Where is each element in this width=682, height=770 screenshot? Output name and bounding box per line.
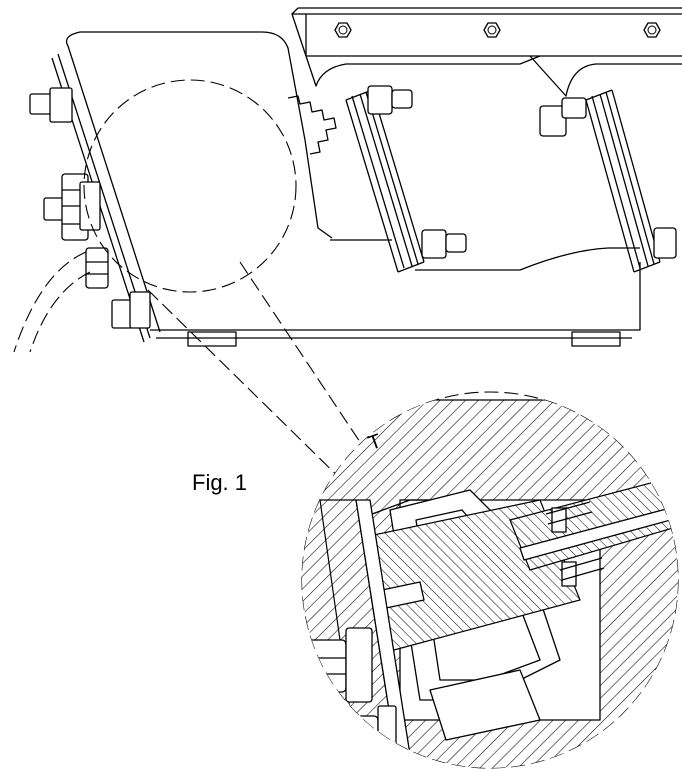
base-plate (150, 262, 641, 347)
detail-bolt-lower (343, 705, 397, 768)
detail-callout-circle (83, 79, 297, 293)
detail-section-view (301, 391, 679, 769)
top-flange-bar (291, 7, 682, 57)
callout-leader-lines (147, 261, 381, 495)
hex-nut-icon (643, 22, 661, 38)
right-frames (291, 13, 682, 273)
figure-caption: Fig. 1 (192, 470, 247, 495)
hex-nut-icon (334, 22, 352, 38)
left-bolts (29, 87, 151, 329)
cable-lines (13, 251, 91, 353)
main-assembly-view (13, 7, 682, 353)
hex-nut-icon (483, 22, 501, 38)
